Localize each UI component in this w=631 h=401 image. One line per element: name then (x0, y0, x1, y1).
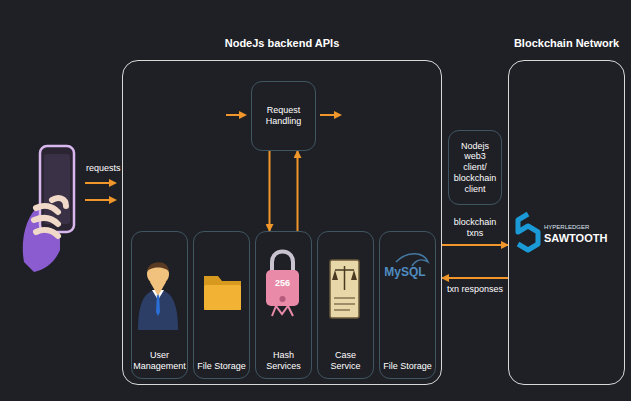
icon-text: 256 (270, 278, 295, 288)
edge-label: txn responses (445, 284, 505, 295)
service-tile: File Storage (193, 231, 250, 379)
service-tile: Hash Services (255, 231, 312, 379)
flow-arrow (297, 151, 299, 231)
process-box: Request Handling (251, 81, 316, 151)
blockchain-container: Blockchain Network (508, 60, 625, 385)
flow-label: requests (86, 163, 121, 173)
box-label: Nodejs web3 client/ blockchain client (452, 141, 498, 195)
user-icon (138, 262, 178, 330)
sawtooth-logo (518, 214, 538, 250)
mysql-dolphin (396, 254, 428, 266)
request-arrows (85, 111, 342, 204)
box-label: Case Service (319, 350, 372, 372)
phone-illustration (23, 146, 74, 272)
box-label: Request Handling (255, 105, 312, 127)
case-document-icon (330, 260, 359, 318)
service-tile: File Storage (379, 231, 436, 379)
logo-text: SAWTOOTH (544, 232, 610, 245)
folder-icon (204, 276, 241, 310)
section-heading: NodeJs backend APIs (123, 37, 441, 49)
client-box: Nodejs web3 client/ blockchain client (448, 130, 502, 205)
service-tile: Case Service (317, 231, 374, 379)
logo-text: HYPERLEDGER (544, 224, 604, 231)
service-tile: User Management (131, 231, 188, 379)
backend-container: NodeJs backend APIsRequest HandlingUser … (122, 60, 442, 385)
box-label: File Storage (195, 361, 248, 372)
flow-arrow (442, 244, 508, 246)
lock-icon (266, 252, 299, 317)
edge-label: blockchain txns (445, 217, 505, 239)
box-label: User Management (133, 350, 186, 372)
flow-arrow (442, 277, 508, 279)
box-label: File Storage (381, 361, 434, 372)
section-heading: Blockchain Network (509, 37, 624, 49)
box-label: Hash Services (257, 350, 310, 372)
logo-text: MySQL (383, 266, 427, 280)
flow-arrow (269, 151, 271, 231)
